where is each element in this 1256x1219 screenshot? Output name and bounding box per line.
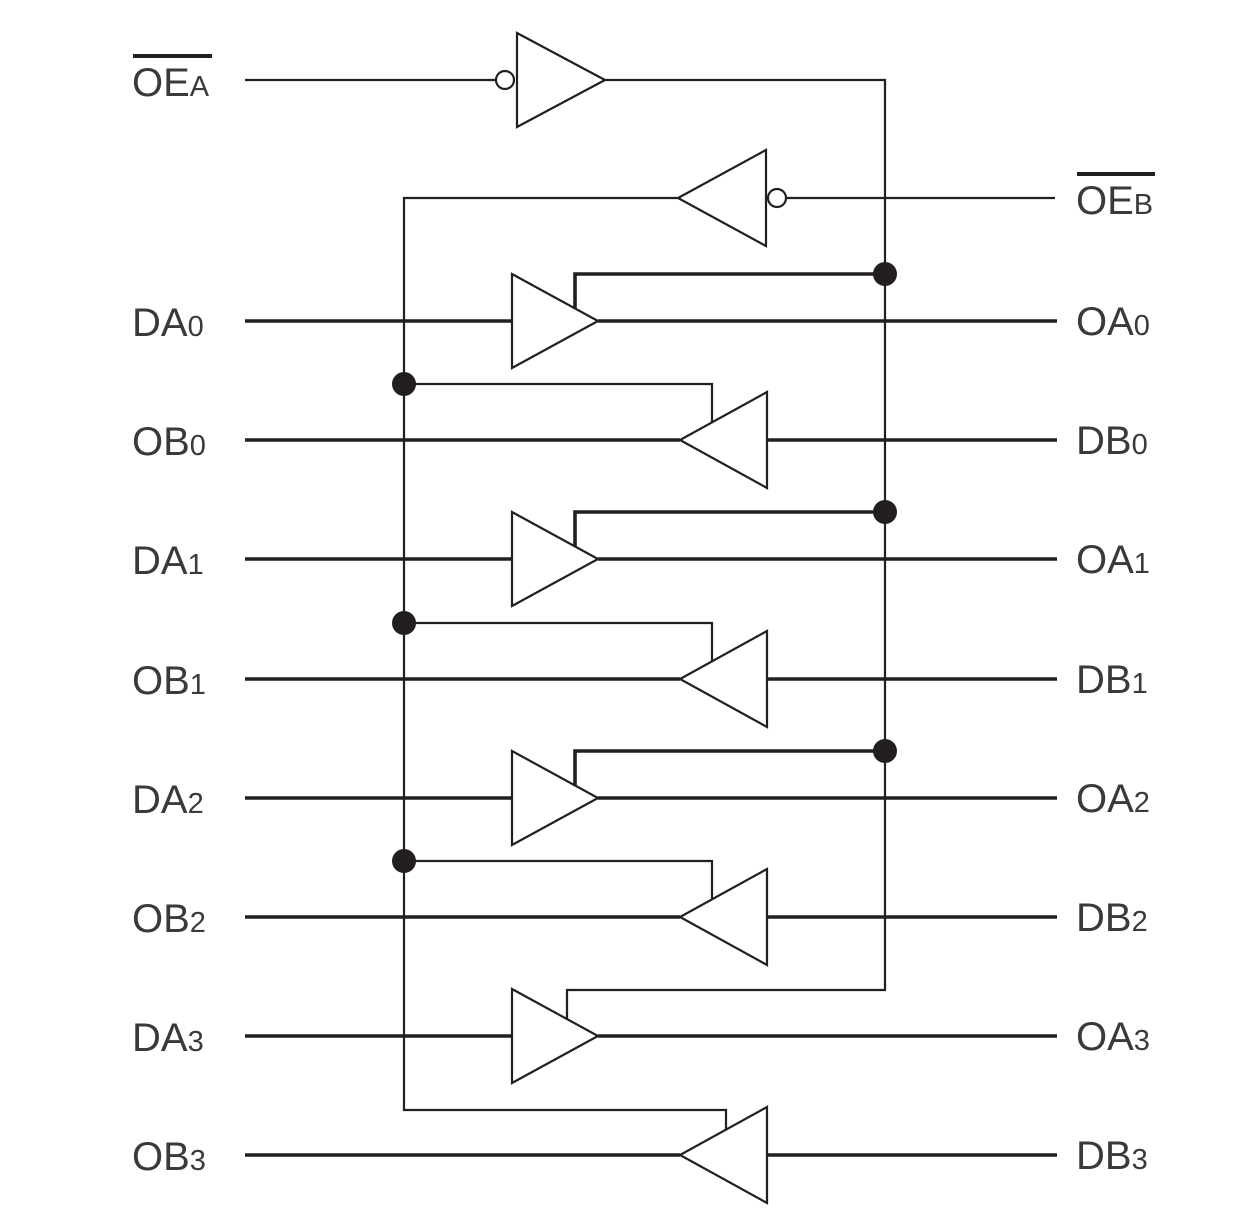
- oeb-label-main: OE: [1076, 179, 1134, 223]
- buffer-a0: [245, 262, 1057, 370]
- left-pin-da1-sub: 1: [188, 549, 204, 581]
- right-pin-oa0: OA0: [1076, 300, 1150, 344]
- oea-label-sub: A: [190, 71, 210, 103]
- right-pin-db3-main: DB: [1076, 1134, 1132, 1178]
- right-pin-db0-main: DB: [1076, 419, 1132, 463]
- left-pin-da2-sub: 2: [188, 788, 204, 820]
- buffer-b2-enable-wire: [404, 859, 714, 900]
- right-pin-db0: DB0: [1076, 419, 1148, 463]
- svg-text:OEB: OEB: [1076, 179, 1153, 223]
- oeb-label-sub: B: [1134, 189, 1153, 221]
- oeb-bus-wire: [402, 196, 728, 1131]
- buffer-b3-triangle: [677, 1105, 769, 1205]
- right-pin-db1-sub: 1: [1132, 668, 1148, 700]
- right-pin-oa3-main: OA: [1076, 1015, 1134, 1059]
- left-pin-ob0-sub: 0: [190, 430, 206, 462]
- right-pin-db3-sub: 3: [1132, 1144, 1148, 1176]
- left-pin-ob2: OB2: [132, 897, 206, 941]
- buffer-a2-enable-wire: [573, 749, 885, 786]
- right-pin-oa1-main: OA: [1076, 538, 1134, 582]
- buffer-b0-triangle: [677, 390, 769, 490]
- left-pin-da1-main: DA: [132, 539, 188, 583]
- oea-label-main: OE: [132, 61, 190, 105]
- right-pin-oa0-sub: 0: [1134, 310, 1150, 342]
- buffer-b1-junction-dot: [392, 611, 416, 635]
- left-pin-da2: DA2: [132, 778, 204, 822]
- right-pin-oa2-sub: 2: [1134, 787, 1150, 819]
- left-pin-da3: DA3: [132, 1016, 204, 1060]
- buffer-b2-triangle: [677, 867, 769, 967]
- buffer-a0-triangle: [510, 272, 601, 370]
- left-pin-ob3-main: OB: [132, 1135, 190, 1179]
- right-pin-oa3-sub: 3: [1134, 1025, 1150, 1057]
- oeb-enable-path: [402, 148, 1055, 1131]
- oea-bus-wire: [565, 78, 887, 1020]
- left-pin-ob3: OB3: [132, 1135, 206, 1179]
- right-pin-db2: DB2: [1076, 896, 1148, 940]
- right-pin-db2-main: DB: [1076, 896, 1132, 940]
- buffer-a2-triangle: [510, 749, 601, 847]
- buffer-a1-junction-dot: [873, 500, 897, 524]
- right-pin-oa1: OA1: [1076, 538, 1150, 582]
- buffer-b1-enable-wire: [404, 621, 714, 662]
- right-pin-oa2-main: OA: [1076, 777, 1134, 821]
- left-pin-ob0-main: OB: [132, 420, 190, 464]
- left-pin-da1: DA1: [132, 539, 204, 583]
- right-pin-oa0-main: OA: [1076, 300, 1134, 344]
- left-pin-da3-main: DA: [132, 1016, 188, 1060]
- left-pin-ob3-sub: 3: [190, 1145, 206, 1177]
- buffer-a3-triangle: [510, 987, 601, 1085]
- buffer-b0-enable-wire: [404, 382, 714, 423]
- right-pin-oa2: OA2: [1076, 777, 1150, 821]
- right-pin-oa1-sub: 1: [1134, 548, 1150, 580]
- buffer-a1: [245, 500, 1057, 608]
- oeb-label: OEB: [1076, 172, 1155, 223]
- buffer-a2: [245, 739, 1057, 847]
- right-pin-oa3: OA3: [1076, 1015, 1150, 1059]
- oeb-control-buffer: [675, 148, 768, 248]
- buffer-b1-triangle: [677, 629, 769, 729]
- buffer-b2: [245, 849, 1057, 967]
- right-pin-db3: DB3: [1076, 1134, 1148, 1178]
- buffer-a1-enable-wire: [573, 510, 885, 547]
- left-pin-ob0: OB0: [132, 420, 206, 464]
- left-pin-ob1-sub: 1: [190, 669, 206, 701]
- oea-inverter-bubble: [494, 69, 516, 91]
- left-pin-da0-sub: 0: [188, 311, 204, 343]
- buffer-a2-junction-dot: [873, 739, 897, 763]
- buffer-b3: [245, 1105, 1057, 1205]
- buffer-a0-junction-dot: [873, 262, 897, 286]
- buffer-a3: [245, 987, 1057, 1085]
- oea-label: OEA: [132, 54, 212, 105]
- buffer-a0-enable-wire: [573, 272, 885, 309]
- right-pin-db2-sub: 2: [1132, 906, 1148, 938]
- buffer-a1-triangle: [510, 510, 601, 608]
- left-pin-da0: DA0: [132, 301, 204, 345]
- left-pin-ob1: OB1: [132, 659, 206, 703]
- buffer-b0: [245, 372, 1057, 490]
- oeb-inverter-bubble: [766, 187, 788, 209]
- left-pin-ob2-sub: 2: [190, 907, 206, 939]
- left-pin-ob1-main: OB: [132, 659, 190, 703]
- right-pin-db0-sub: 0: [1132, 429, 1148, 461]
- buffer-b0-junction-dot: [392, 372, 416, 396]
- left-pin-ob2-main: OB: [132, 897, 190, 941]
- right-pin-db1: DB1: [1076, 658, 1148, 702]
- svg-text:OEA: OEA: [132, 61, 210, 105]
- right-pin-db1-main: DB: [1076, 658, 1132, 702]
- buffer-b1: [245, 611, 1057, 729]
- oea-enable-path: [245, 31, 887, 1020]
- left-pin-da3-sub: 3: [188, 1026, 204, 1058]
- oea-control-buffer: [515, 31, 608, 129]
- left-pin-da2-main: DA: [132, 778, 188, 822]
- left-pin-da0-main: DA: [132, 301, 188, 345]
- buffer-b2-junction-dot: [392, 849, 416, 873]
